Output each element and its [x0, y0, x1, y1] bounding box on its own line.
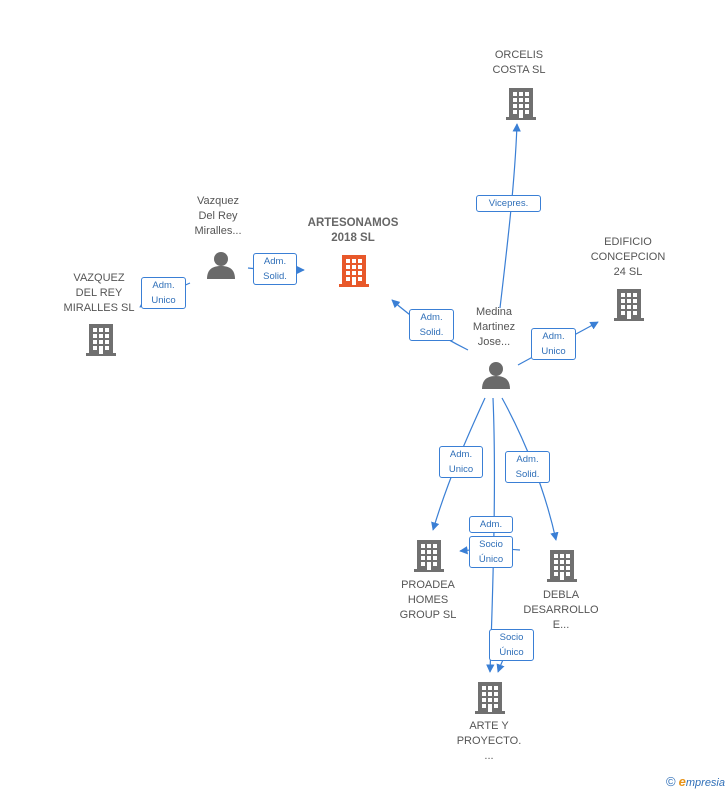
- building-icon-proadea[interactable]: [414, 538, 444, 572]
- brand-logo-initial: e: [678, 774, 686, 789]
- person-icon-medina[interactable]: [481, 360, 511, 390]
- node-label-proadea[interactable]: PROADEA HOMES GROUP SL: [399, 579, 457, 621]
- edge-label-adm-unico-proadea: Adm. Unico: [439, 446, 483, 478]
- footer-brand: © empresia: [666, 774, 725, 789]
- node-label-medina[interactable]: Medina Martinez Jose...: [472, 306, 516, 348]
- edge-label-vicepres: Vicepres.: [476, 195, 541, 212]
- edge-label-adm-arte: Adm.: [469, 516, 513, 533]
- node-label-artesonamos[interactable]: ARTESONAMOS 2018 SL: [307, 217, 399, 244]
- copyright-icon: ©: [665, 774, 676, 789]
- edge-label-adm-solid-vazquez: Adm. Solid.: [253, 253, 297, 285]
- edge-label-adm-solid-debla: Adm. Solid.: [505, 451, 550, 483]
- edge-label-adm-unico-vazquez: Adm. Unico: [141, 277, 186, 309]
- building-icon-debla[interactable]: [547, 548, 577, 582]
- node-label-vazquez-person[interactable]: Vazquez Del Rey Miralles...: [194, 195, 242, 237]
- edge-label-socio-unico-1: Socio Único: [469, 536, 513, 568]
- person-icon-vazquez[interactable]: [206, 250, 236, 280]
- building-icon-artesonamos[interactable]: [339, 253, 369, 287]
- brand-logo-text: mpresia: [685, 777, 725, 789]
- building-icon-orcelis[interactable]: [506, 86, 536, 120]
- building-icon-edificio[interactable]: [614, 287, 644, 321]
- edge-label-adm-unico-edificio: Adm. Unico: [531, 328, 576, 360]
- node-label-arte[interactable]: ARTE Y PROYECTO. ...: [456, 720, 522, 762]
- edge-label-adm-solid-medina: Adm. Solid.: [409, 309, 454, 341]
- node-label-vazquez-sl[interactable]: VAZQUEZ DEL REY MIRALLES SL: [63, 272, 135, 314]
- node-label-orcelis[interactable]: ORCELIS COSTA SL: [492, 49, 546, 76]
- edge-medina-orcelis: [499, 123, 521, 309]
- node-label-debla[interactable]: DEBLA DESARROLLO E...: [523, 589, 599, 631]
- building-icon-vazquez-sl[interactable]: [86, 322, 116, 356]
- edge-label-socio-unico-2: Socio Único: [489, 629, 534, 661]
- node-label-edificio[interactable]: EDIFICIO CONCEPCION 24 SL: [590, 236, 666, 278]
- building-icon-arte[interactable]: [475, 680, 505, 714]
